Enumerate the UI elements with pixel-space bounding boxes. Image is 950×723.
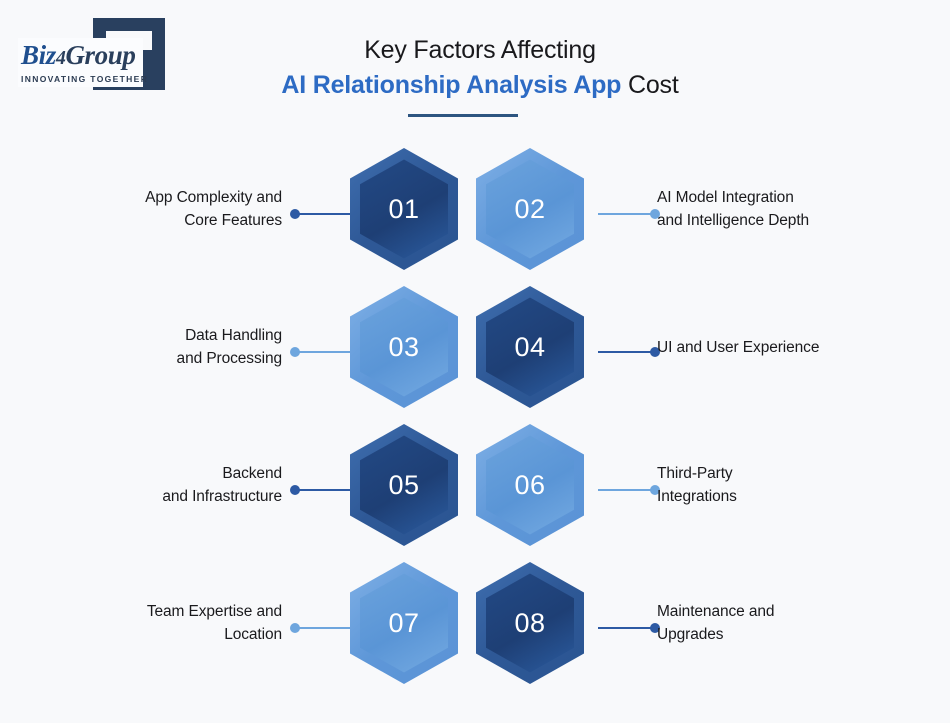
connector-dot-02 bbox=[650, 209, 660, 219]
hexagon-05-number: 05 bbox=[388, 469, 420, 500]
connector-line-07 bbox=[296, 627, 352, 629]
connector-dot-04 bbox=[650, 347, 660, 357]
connector-01 bbox=[290, 209, 352, 219]
connector-line-08 bbox=[598, 627, 654, 629]
page-title: Key Factors Affecting AI Relationship An… bbox=[230, 34, 730, 102]
hexagon-05[interactable]: 05 bbox=[350, 416, 458, 554]
connector-05 bbox=[290, 485, 352, 495]
connector-line-03 bbox=[296, 351, 352, 353]
factor-label-06-line1: Third-Party bbox=[657, 465, 733, 482]
connector-dot-06 bbox=[650, 485, 660, 495]
connector-line-04 bbox=[598, 351, 654, 353]
connector-dot-01 bbox=[290, 209, 300, 219]
hexagon-06-number: 06 bbox=[514, 469, 546, 500]
connector-dot-05 bbox=[290, 485, 300, 495]
factor-label-03-line2: and Processing bbox=[176, 350, 283, 367]
connector-line-05 bbox=[296, 489, 352, 491]
hexagon-03-number: 03 bbox=[388, 331, 420, 362]
factor-row-3: Backend and Infrastructure 05 06 Third-P… bbox=[0, 416, 950, 554]
hexagon-03[interactable]: 03 bbox=[350, 278, 458, 416]
factor-row-4: Team Expertise and Location 07 08 Mainte… bbox=[0, 554, 950, 692]
hexagon-02[interactable]: 02 bbox=[476, 140, 584, 278]
title-suffix-text: Cost bbox=[621, 71, 679, 99]
factor-label-08-line1: Maintenance and bbox=[657, 603, 775, 620]
factor-label-07: Team Expertise and Location bbox=[60, 554, 282, 692]
factor-label-03-line1: Data Handling bbox=[185, 327, 282, 344]
hexagon-08-number: 08 bbox=[514, 607, 546, 638]
brand-logo: Biz4Group INNOVATING TOGETHER bbox=[18, 18, 178, 92]
connector-02 bbox=[598, 209, 660, 219]
factor-label-08: Maintenance and Upgrades bbox=[657, 554, 922, 692]
connector-03 bbox=[290, 347, 352, 357]
factor-label-02: AI Model Integration and Intelligence De… bbox=[657, 140, 922, 278]
logo-word-biz: Biz bbox=[21, 40, 56, 70]
logo-word-four: 4 bbox=[55, 47, 66, 69]
logo-word-group: Group bbox=[65, 40, 136, 70]
connector-08 bbox=[598, 623, 660, 633]
factor-label-07-line1: Team Expertise and bbox=[146, 603, 282, 620]
factor-label-03: Data Handling and Processing bbox=[60, 278, 283, 416]
connector-line-01 bbox=[296, 213, 352, 215]
hexagon-07[interactable]: 07 bbox=[350, 554, 458, 692]
connector-line-02 bbox=[598, 213, 654, 215]
factor-label-05-line1: Backend bbox=[222, 465, 282, 482]
hexagon-08[interactable]: 08 bbox=[476, 554, 584, 692]
title-accent-text: AI Relationship Analysis App bbox=[281, 71, 622, 99]
factor-label-02-line1: AI Model Integration bbox=[657, 189, 794, 206]
title-line-2: AI Relationship Analysis App Cost bbox=[230, 69, 730, 102]
logo-word: Biz4Group bbox=[21, 40, 140, 73]
factor-label-01: App Complexity and Core Features bbox=[60, 140, 282, 278]
connector-dot-03 bbox=[290, 347, 300, 357]
connector-dot-08 bbox=[650, 623, 660, 633]
factor-label-04: UI and User Experience bbox=[657, 278, 922, 416]
connector-04 bbox=[598, 347, 660, 357]
hexagon-04[interactable]: 04 bbox=[476, 278, 584, 416]
factor-label-01-line1: App Complexity and bbox=[145, 189, 282, 206]
hexagon-04-number: 04 bbox=[514, 331, 546, 362]
hexagon-02-number: 02 bbox=[514, 193, 546, 224]
factor-label-05-line2: and Infrastructure bbox=[162, 488, 282, 505]
logo-tagline: INNOVATING TOGETHER bbox=[21, 74, 149, 84]
factor-label-06-line2: Integrations bbox=[657, 488, 737, 505]
hexagon-01-number: 01 bbox=[388, 193, 420, 224]
factor-label-01-line2: Core Features bbox=[184, 212, 282, 229]
factor-row-1: App Complexity and Core Features 01 02 A… bbox=[0, 140, 950, 278]
title-line-1: Key Factors Affecting bbox=[364, 36, 596, 64]
hexagon-06[interactable]: 06 bbox=[476, 416, 584, 554]
factor-row-2: Data Handling and Processing 03 04 UI an… bbox=[0, 278, 950, 416]
factor-label-04-line1: UI and User Experience bbox=[657, 338, 820, 356]
logo-wordmark: Biz4Group INNOVATING TOGETHER bbox=[18, 38, 149, 87]
hexagon-07-number: 07 bbox=[388, 607, 420, 638]
title-underline bbox=[408, 114, 518, 117]
factor-label-07-line2: Location bbox=[224, 626, 282, 643]
connector-07 bbox=[290, 623, 352, 633]
factor-label-06: Third-Party Integrations bbox=[657, 416, 922, 554]
factor-label-05: Backend and Infrastructure bbox=[60, 416, 282, 554]
connector-dot-07 bbox=[290, 623, 300, 633]
factor-label-08-line2: Upgrades bbox=[657, 626, 724, 643]
factor-label-02-line2: and Intelligence Depth bbox=[657, 212, 810, 229]
hexagon-01[interactable]: 01 bbox=[350, 140, 458, 278]
connector-line-06 bbox=[598, 489, 654, 491]
connector-06 bbox=[598, 485, 660, 495]
